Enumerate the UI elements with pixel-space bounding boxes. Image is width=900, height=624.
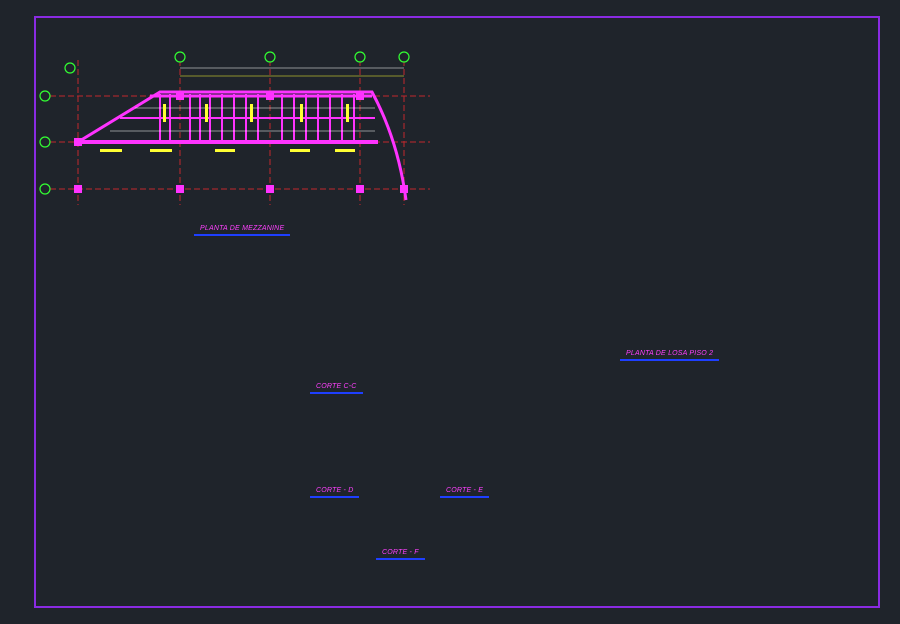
mezzanine-plan	[39, 51, 430, 205]
section-f-title: CORTE - F	[376, 549, 425, 560]
mezzanine-plan-title: PLANTA DE MEZZANINE	[193, 225, 291, 236]
slab-plan-title: PLANTA DE LOSA PISO 2	[619, 350, 720, 361]
sheet-border	[34, 16, 880, 608]
section-c-c-title: CORTE C-C	[310, 383, 363, 394]
section-d-title: CORTE - D	[309, 487, 360, 498]
section-e-title: CORTE - E	[439, 487, 490, 498]
